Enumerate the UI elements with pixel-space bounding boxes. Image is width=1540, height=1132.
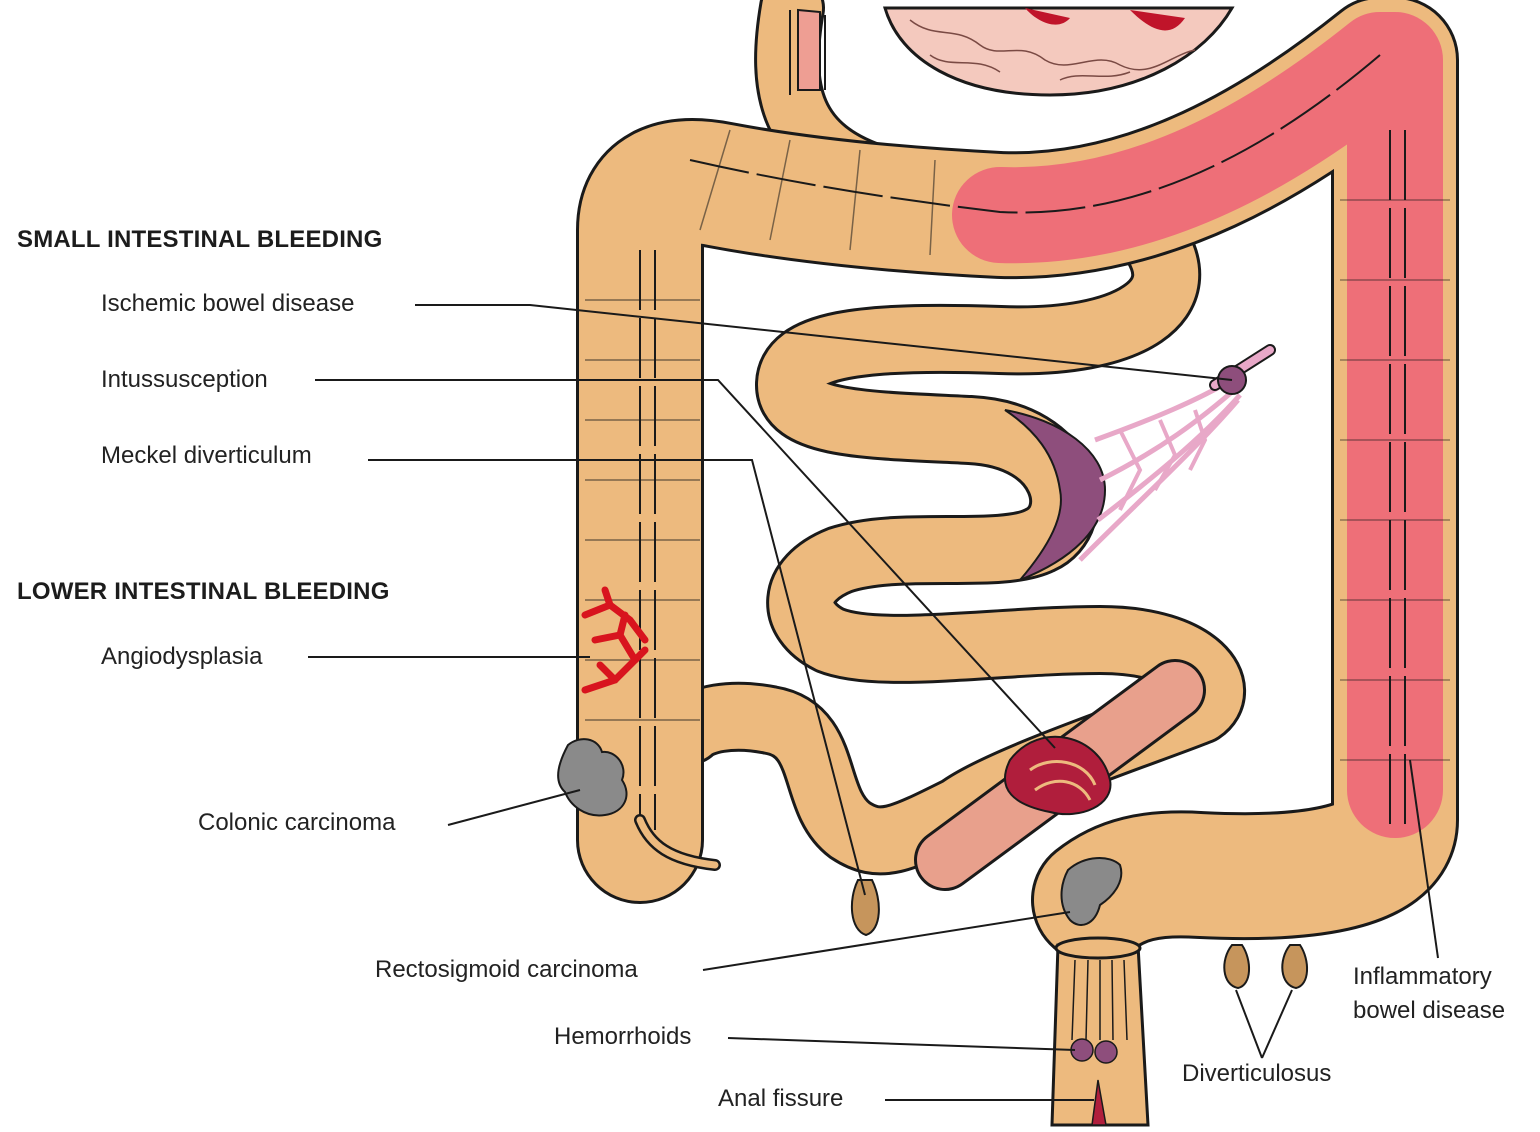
label-ibd-line-2: bowel disease [1353, 994, 1505, 1028]
label-hemorrhoids: Hemorrhoids [554, 1023, 695, 1051]
label-rectosigmoid-carcinoma: Rectosigmoid carcinoma [375, 956, 642, 984]
leader-colonic-carcinoma [448, 790, 580, 825]
label-diverticulosus: Diverticulosus [1182, 1060, 1335, 1088]
label-anal-fissure: Anal fissure [718, 1085, 847, 1113]
diverticula-illustration [1224, 945, 1307, 988]
label-ibd-line-1: Inflammatory [1353, 960, 1505, 994]
stomach-illustration [885, 8, 1232, 95]
leader-hemorrhoids [728, 1038, 1075, 1050]
heading-small-intestinal-bleeding: SMALL INTESTINAL BLEEDING [17, 226, 382, 254]
heading-lower-intestinal-bleeding: LOWER INTESTINAL BLEEDING [17, 578, 390, 606]
label-ischemic-bowel-disease: Ischemic bowel disease [101, 290, 358, 318]
meckel-diverticulum-illustration [852, 880, 879, 935]
label-intussusception: Intussusception [101, 366, 272, 394]
label-meckel-diverticulum: Meckel diverticulum [101, 442, 316, 470]
label-angiodysplasia: Angiodysplasia [101, 643, 266, 671]
label-colonic-carcinoma: Colonic carcinoma [198, 809, 399, 837]
leader-rectosigmoid [703, 912, 1070, 970]
label-inflammatory-bowel-disease: Inflammatory bowel disease [1353, 960, 1509, 1028]
leader-diverticulosus [1236, 990, 1292, 1058]
